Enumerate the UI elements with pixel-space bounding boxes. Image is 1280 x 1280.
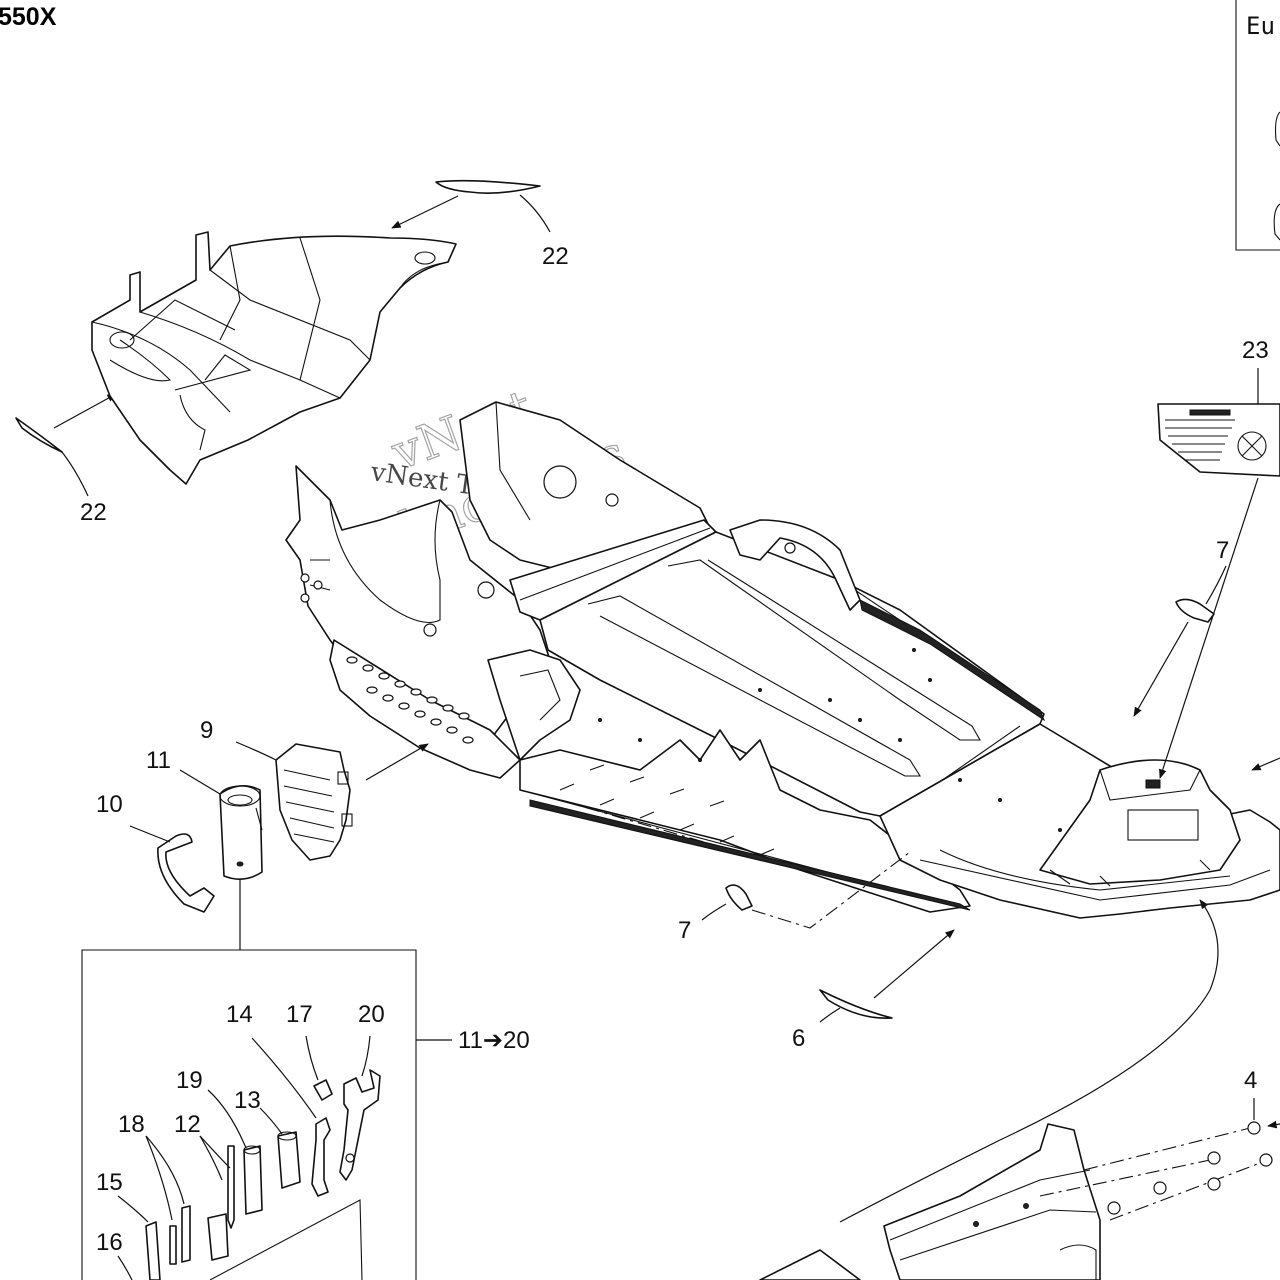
callout-12: 12 — [174, 1111, 201, 1138]
callout-22-left: 22 — [80, 499, 107, 526]
callout-11: 11 — [146, 747, 171, 774]
model-title: 550X — [0, 3, 57, 31]
chassis-frame — [285, 401, 1280, 919]
callout-19: 19 — [176, 1067, 203, 1094]
callout-17: 17 — [286, 1001, 313, 1028]
toolbox-9 — [235, 741, 429, 861]
inset-label: Eu — [1246, 12, 1275, 40]
callout-22-top: 22 — [542, 243, 569, 270]
callout-20: 20 — [358, 1001, 385, 1028]
clip-7-right — [1133, 565, 1227, 717]
callout-7-right: 7 — [1216, 537, 1229, 564]
callout-6: 6 — [792, 1025, 805, 1052]
callout-7-bottom: 7 — [678, 917, 691, 944]
callout-9: 9 — [200, 717, 213, 744]
clip-7-bottom — [701, 851, 911, 929]
callout-13: 13 — [234, 1087, 261, 1114]
callout-18: 18 — [118, 1111, 145, 1138]
callout-15: 15 — [96, 1169, 123, 1196]
callout-16: 16 — [96, 1229, 123, 1256]
decal-22-top — [391, 179, 551, 233]
tools — [117, 1035, 381, 1280]
inset-panel: Eu — [1235, 0, 1280, 251]
callout-14: 14 — [226, 1001, 253, 1028]
range-label-11-20: 11➔20 — [458, 1027, 530, 1054]
nose-panel — [759, 1098, 1280, 1280]
toolkit-box — [81, 949, 452, 1280]
callout-4: 4 — [1244, 1067, 1257, 1094]
hood-shroud — [91, 231, 457, 485]
side-slots — [559, 764, 775, 856]
frame-dots — [598, 648, 1062, 832]
decal-6 — [819, 929, 955, 1023]
footrest-holes — [346, 656, 474, 744]
warning-decal-23 — [1157, 368, 1280, 779]
tool-bag-11 — [179, 769, 263, 950]
decal-22-left — [15, 393, 117, 497]
strap-10 — [129, 825, 215, 913]
callout-23: 23 — [1242, 337, 1269, 364]
callout-10: 10 — [96, 791, 123, 818]
